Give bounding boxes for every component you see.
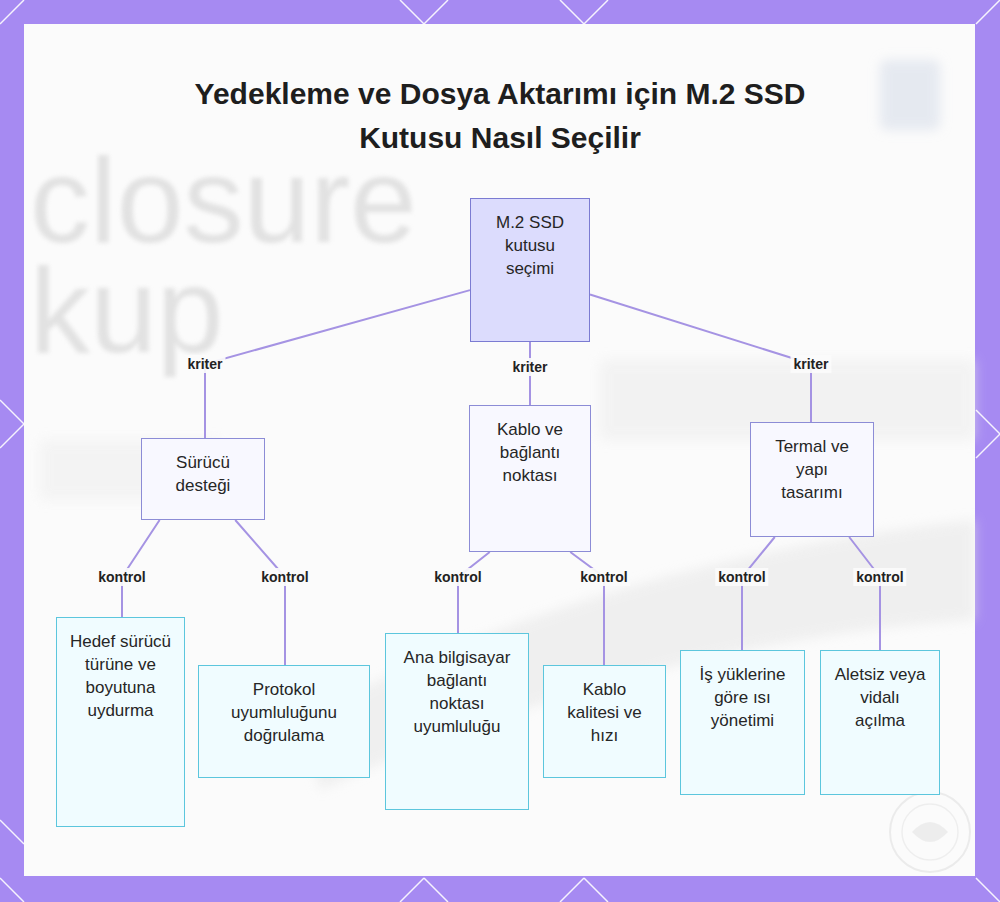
leaf-box: Aletsiz veya vidalı açılma bbox=[820, 650, 940, 795]
connector-line bbox=[205, 290, 470, 438]
logo-mark bbox=[890, 792, 970, 872]
node-text: Sürücü desteği bbox=[154, 451, 252, 497]
node-text: Kablo kalitesi ve hızı bbox=[556, 678, 653, 747]
diagram-title: Yedekleme ve Dosya Aktarımı için M.2 SSD… bbox=[160, 72, 840, 160]
root-box: M.2 SSD kutusu seçimi bbox=[470, 198, 590, 342]
edge-label: kontrol bbox=[95, 568, 148, 586]
edge-label: kontrol bbox=[715, 568, 768, 586]
connector-line bbox=[458, 552, 490, 633]
edge-label: kontrol bbox=[853, 568, 906, 586]
watermark-text: closure bbox=[30, 140, 417, 260]
node-text: Hedef sürücü türüne ve boyutuna uydurma bbox=[69, 630, 172, 722]
leaf-box: Protokol uyumluluğunu doğrulama bbox=[198, 665, 370, 778]
edge-label: kontrol bbox=[258, 568, 311, 586]
edge-label: kriter bbox=[790, 355, 831, 373]
watermark-text: kup bbox=[30, 250, 223, 370]
mid-box: Termal ve yapı tasarımı bbox=[750, 422, 874, 537]
connector-line bbox=[235, 520, 285, 665]
node-text: Termal ve yapı tasarımı bbox=[763, 435, 861, 504]
mid-box: Kablo ve bağlantı noktası bbox=[469, 405, 591, 552]
edge-label: kriter bbox=[509, 358, 550, 376]
connector-line bbox=[742, 537, 775, 650]
connector-line bbox=[849, 537, 880, 650]
leaf-box: İş yüklerine göre ısı yönetimi bbox=[680, 650, 805, 795]
node-text: Aletsiz veya vidalı açılma bbox=[833, 663, 927, 732]
node-text: M.2 SSD kutusu seçimi bbox=[483, 211, 577, 280]
leaf-box: Hedef sürücü türüne ve boyutuna uydurma bbox=[56, 617, 185, 827]
edge-label: kontrol bbox=[431, 568, 484, 586]
node-text: Kablo ve bağlantı noktası bbox=[482, 418, 578, 487]
node-text: Protokol uyumluluğunu doğrulama bbox=[211, 678, 357, 747]
edge-label: kontrol bbox=[577, 568, 630, 586]
mid-box: Sürücü desteği bbox=[141, 438, 265, 520]
node-text: İş yüklerine göre ısı yönetimi bbox=[693, 663, 792, 732]
node-text: Ana bilgisayar bağlantı noktası uyumlulu… bbox=[398, 646, 516, 738]
leaf-box: Ana bilgisayar bağlantı noktası uyumlulu… bbox=[385, 633, 529, 810]
connector-line bbox=[590, 294, 811, 422]
leaf-box: Kablo kalitesi ve hızı bbox=[543, 665, 666, 778]
edge-label: kriter bbox=[184, 355, 225, 373]
